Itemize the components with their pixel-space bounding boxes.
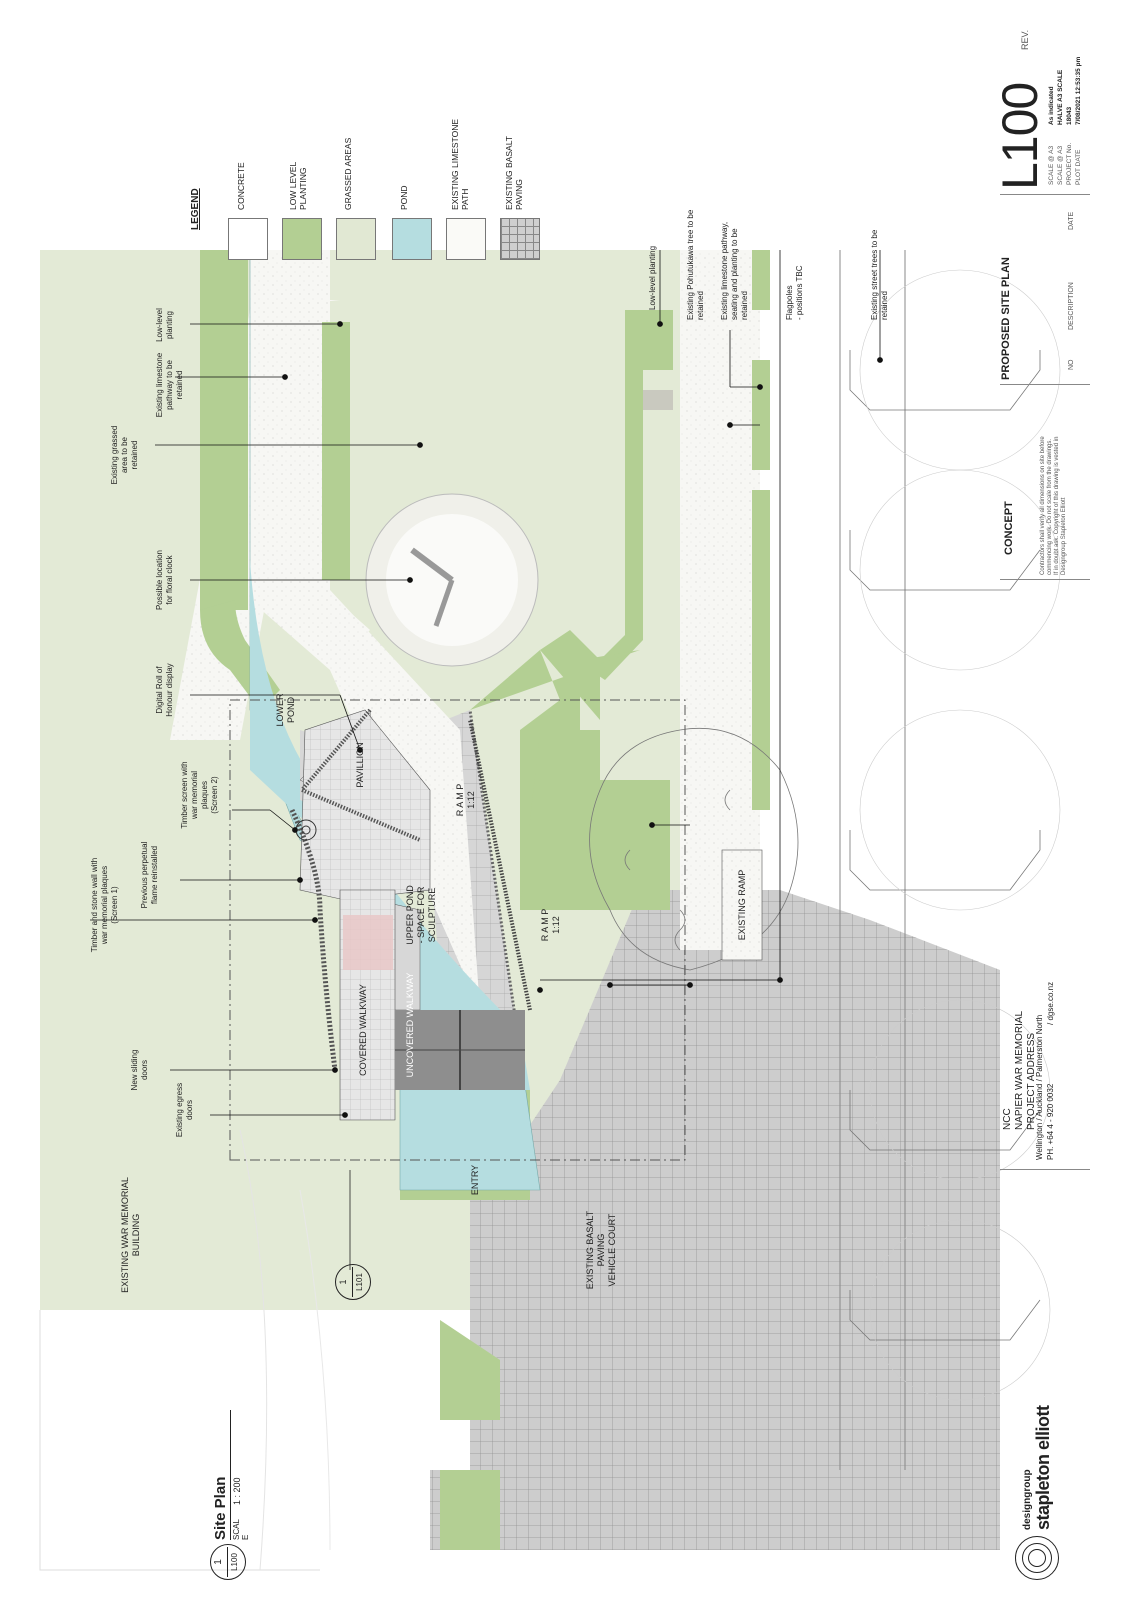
section-number: 1 [338, 1279, 348, 1285]
existing-building-outline [39, 1310, 320, 1571]
annotation-perpetual-flame: Previous perpetual flame reinstalled [140, 841, 159, 909]
drawing-status: CONCEPT [1003, 501, 1015, 555]
legend-swatch-concrete [228, 218, 268, 260]
rev-label: REV. [1020, 29, 1030, 50]
rev-col-no: NO [1068, 359, 1075, 371]
legend-label-concrete: CONCRETE [236, 162, 246, 210]
rev-col-date: DATE [1068, 211, 1075, 230]
annotation-sliding-doors: New sliding doors [130, 1049, 149, 1091]
annotation-stone-wall: Timber and stone wall with war memorial … [90, 857, 119, 953]
annotation-egress-doors: Existing egress doors [175, 1082, 194, 1138]
legend-swatch-grassed-areas [336, 218, 376, 260]
project-no-value: 18043 [1066, 106, 1073, 125]
view-title-name: Site Plan [212, 1476, 229, 1540]
uncovered-walkway-label: UNCOVERED WALKWAY [405, 972, 415, 1078]
ramp-label-lower: R A M P 1:12 [540, 908, 561, 942]
ramp-label-upper: R A M P 1:12 [455, 783, 476, 817]
firm-web: / dgse.co.nz [1046, 981, 1055, 1025]
upper-pond-label: UPPER POND - SPACE FOR SCULPTURE [405, 885, 437, 945]
legend-swatch-low-level-planting [282, 218, 322, 260]
legend-label-low-level-planting: LOW LEVEL PLANTING [288, 161, 308, 210]
plot-date-value: 7/08/2021 12:53:35 pm [1075, 56, 1082, 125]
basalt-court-label: EXISTING BASALT PAVING VEHICLE COURT [585, 1210, 617, 1290]
view-title-number: 1 [213, 1559, 224, 1565]
view-title-scale-label: SCAL E [232, 1519, 250, 1540]
view-title-bubble: 1 L100 [210, 1544, 246, 1580]
firm-name-line1: designgroup [1022, 1469, 1033, 1530]
project-no-label: PROJECT No. [1066, 142, 1073, 185]
project-name: NAPIER WAR MEMORIAL [1014, 1010, 1025, 1130]
view-title-scale-value: 1 : 200 [232, 1477, 242, 1505]
scale-a4-value: HALVE A3 SCALE [1057, 69, 1064, 125]
memorial-building-label: EXISTING WAR MEMORIAL BUILDING [120, 1177, 141, 1293]
project-boundary [229, 699, 686, 1161]
existing-ramp-label: EXISTING RAMP [737, 869, 747, 941]
annotation-street-trees: Existing street trees to be retained [870, 229, 889, 320]
stone-wall [289, 808, 338, 1071]
existing-ramp [721, 849, 763, 961]
legend-swatch-basalt-paving [500, 218, 540, 260]
annotation-floral-clock: Possible location for floral clock [155, 549, 174, 611]
annotation-timber-screen: Timber screen with war memorial plaques … [180, 761, 219, 829]
section-marker[interactable]: 1 L101 [335, 1264, 371, 1300]
planting-strip-right-top [643, 310, 673, 370]
annotation-limestone-left: Existing limestone pathway to be retaine… [155, 352, 184, 418]
annotation-grassed-area: Existing grassed area to be retained [110, 425, 139, 485]
firm-phone: PH. +64 4 - 920 0032 [1046, 1083, 1055, 1160]
firm-logo [1015, 1536, 1059, 1580]
annotation-low-level-planting-top: Low-level planting [648, 245, 657, 310]
drawing-number: L100 [992, 82, 1048, 190]
pohutukawa-tree-canopy [589, 727, 799, 971]
legend-label-basalt-paving: EXISTING BASALT PAVING [504, 135, 524, 210]
view-title-sheet: L100 [230, 1553, 239, 1571]
covered-walkway-label: COVERED WALKWAY [358, 984, 368, 1076]
planting-strip-left [200, 250, 248, 610]
legend-label-pond: POND [399, 185, 409, 210]
scale-a4-label: SCALE @ A3 [1057, 145, 1064, 185]
pavillion-label: PAVILLION [355, 742, 365, 788]
scale-a3-value: As indicated [1048, 86, 1055, 125]
flame-area [343, 915, 393, 970]
annotation-limestone-right: Existing limestone pathway, seating and … [720, 221, 749, 320]
project-address: PROJECT ADDRESS [1026, 1032, 1037, 1130]
disclaimer-note: Contractors shall verify all dimensions … [1040, 436, 1067, 575]
legend-swatch-pond [392, 218, 432, 260]
limestone-path-right [680, 250, 760, 950]
annotation-roll-of-honour: Digital Roll of Honour display [155, 663, 174, 717]
lower-pond-label: LOWER POND [275, 693, 296, 727]
firm-name-line2: stapleton elliott [1033, 1405, 1053, 1530]
floral-clock [365, 493, 539, 667]
planting-strip-far-right [752, 250, 770, 310]
plot-date-label: PLOT DATE [1075, 149, 1082, 185]
entry-label: ENTRY [470, 1164, 480, 1196]
street-tree-pits [849, 350, 1041, 1341]
basalt-vehicle-court [430, 890, 1000, 1550]
legend-label-grassed-areas: GRASSED AREAS [343, 137, 353, 210]
annotation-pohutukawa: Existing Pohutukawa tree to be retained [686, 209, 705, 320]
annotation-flagpoles: Flagpoles - positions TBC [785, 265, 804, 320]
planting-bend [590, 310, 643, 680]
scale-a3-label: SCALE @ A3 [1048, 145, 1055, 185]
section-sheet: L101 [355, 1273, 364, 1291]
legend-swatch-limestone-path [446, 218, 486, 260]
rev-col-description: DESCRIPTION [1068, 282, 1075, 330]
client-name: NCC [1002, 1108, 1013, 1130]
drawing-title: PROPOSED SITE PLAN [1000, 257, 1012, 380]
legend-heading: LEGEND [190, 188, 201, 230]
legend-label-limestone-path: EXISTING LIMESTONE PATH [450, 118, 470, 210]
